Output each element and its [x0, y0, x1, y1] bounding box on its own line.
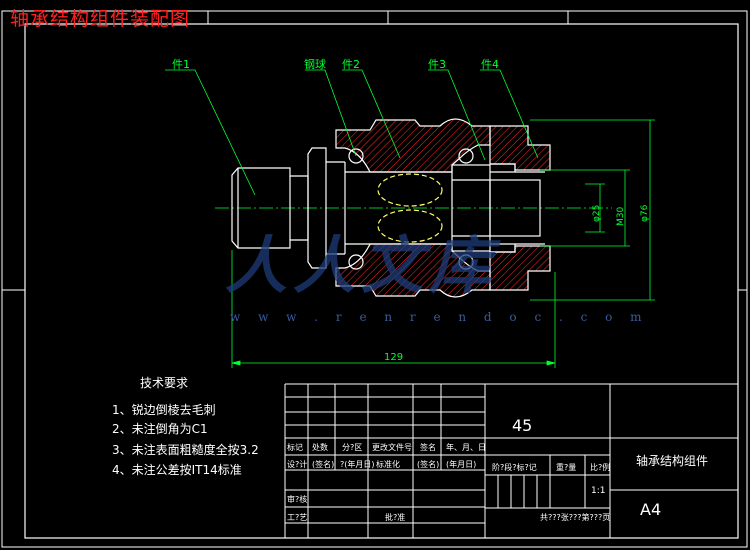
zone-ticks	[2, 11, 747, 291]
page-title: 轴承结构组件装配图	[10, 8, 191, 30]
callout-part1: 件1	[172, 58, 190, 71]
sheet-count: 共???张???第???页	[540, 513, 611, 522]
header-count: 处数	[312, 443, 328, 452]
material-value: 45	[512, 416, 533, 435]
stage-label: 阶?段?标?记	[492, 463, 537, 472]
callout-part2: 件2	[342, 58, 360, 71]
dimension-outer: φ76	[640, 204, 650, 222]
standardization-sign: (签名)	[417, 460, 440, 469]
dimension-lines	[231, 119, 655, 368]
header-mark: 标记	[287, 443, 303, 452]
scale-value: 1:1	[591, 486, 606, 496]
header-change-doc: 更改文件号	[372, 443, 412, 452]
callout-part4: 件4	[481, 58, 499, 71]
tech-requirement-item: 4、未注公差按IT14标准	[112, 463, 242, 477]
tech-requirement-item: 3、未注表面粗糙度全按3.2	[112, 443, 259, 457]
dimension-bore: φ25	[592, 204, 602, 222]
design-date: ?(年月日)	[340, 460, 375, 469]
end-cap-part4	[489, 125, 551, 291]
standardization-label: 标准化	[376, 460, 400, 469]
nut-part3	[451, 164, 545, 252]
tech-requirement-item: 2、未注倒角为C1	[112, 422, 208, 436]
bearing-balls	[348, 148, 474, 270]
header-zone: 分?区	[342, 443, 363, 452]
dimension-length: 129	[384, 352, 404, 363]
leader-lines	[165, 69, 539, 196]
watermark-url: w w w . r e n r e n d o c . c o m	[230, 310, 649, 324]
tech-requirements-heading: 技术要求	[140, 376, 189, 390]
watermark-logo: 人人文库	[225, 229, 498, 302]
standardization-date: (年月日)	[446, 460, 477, 469]
housing-part2	[335, 118, 491, 298]
review-label: 审?核	[287, 495, 308, 504]
design-label: 设?计	[287, 460, 308, 469]
outer-frame	[1, 10, 748, 548]
design-sign: (签名)	[312, 460, 335, 469]
title-block-grid	[284, 383, 738, 538]
callout-steel-ball: 钢球	[304, 58, 326, 71]
sheet-size: A4	[640, 500, 662, 519]
part-name: 轴承结构组件	[636, 454, 709, 468]
approve-label: 批?准	[385, 513, 406, 522]
weight-label: 重?量	[556, 463, 577, 472]
callout-part3: 件3	[428, 58, 446, 71]
tech-requirement-item: 1、锐边倒棱去毛刺	[112, 403, 216, 417]
header-date: 年、月、日	[446, 443, 486, 452]
header-signature: 签名	[420, 443, 436, 452]
scale-label: 比?例	[590, 463, 611, 472]
dimension-thread: M30	[616, 206, 626, 226]
process-label: 工?艺	[287, 513, 308, 522]
inner-frame	[24, 23, 739, 539]
